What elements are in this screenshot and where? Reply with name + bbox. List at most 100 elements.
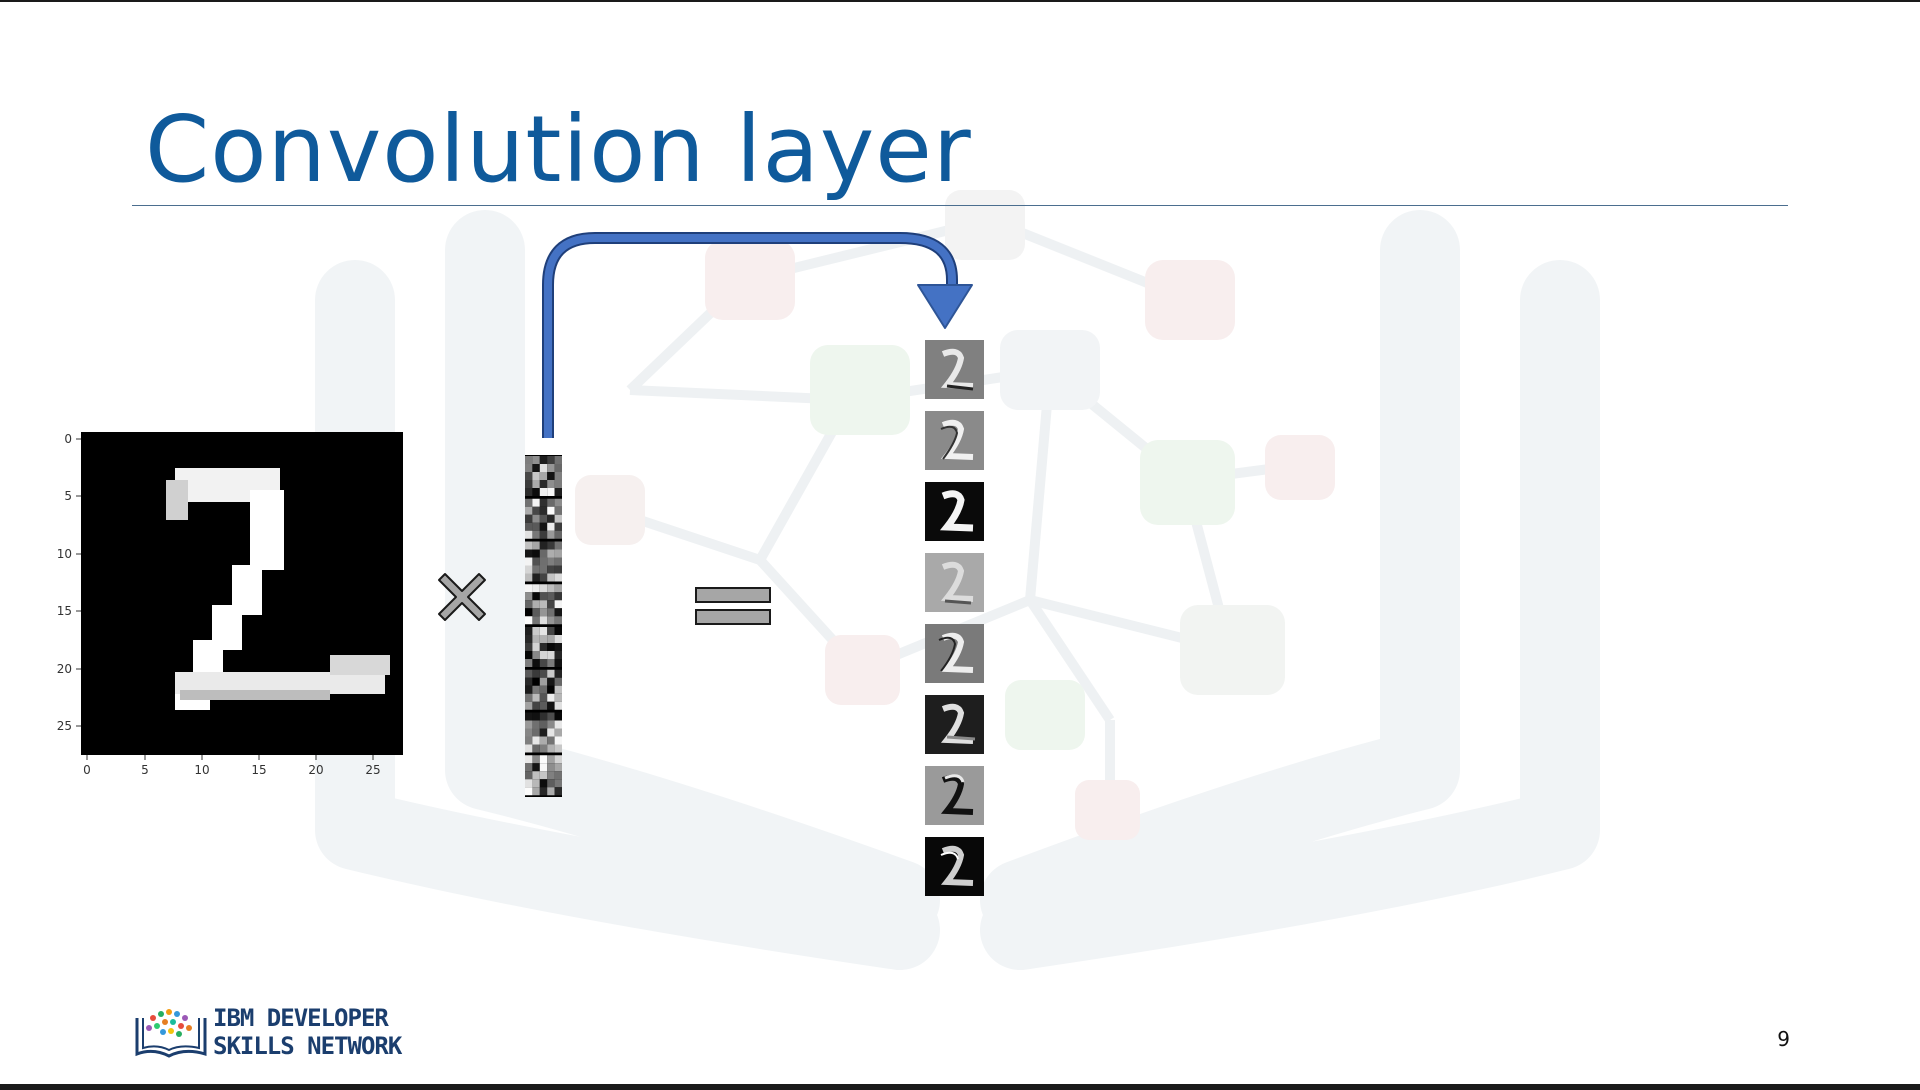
kernel-cell xyxy=(539,712,548,721)
kernel-cell xyxy=(554,498,562,507)
kernel-cell xyxy=(554,669,562,678)
kernel-cell xyxy=(539,771,548,780)
kernel-cell xyxy=(525,659,533,667)
kernel-cell xyxy=(547,763,555,772)
kernel-cell xyxy=(539,677,548,686)
kernel-cell xyxy=(525,669,533,678)
kernel-cell xyxy=(554,557,562,566)
kernel-cell xyxy=(532,600,540,609)
kernel-cell xyxy=(547,736,555,745)
kernel-cell xyxy=(547,498,555,507)
x-tick: 25 xyxy=(365,763,380,777)
x-tick: 15 xyxy=(251,763,266,777)
kernel-cell xyxy=(547,659,555,667)
kernel-cell xyxy=(547,573,555,582)
logo-icon xyxy=(135,1009,207,1058)
kernel-cell xyxy=(539,685,548,694)
kernel-cell xyxy=(532,728,540,737)
feature-map xyxy=(925,624,984,683)
kernel-cell xyxy=(539,763,548,772)
kernel-cell xyxy=(525,651,533,659)
kernel-cell xyxy=(532,488,540,496)
kernel-cell xyxy=(532,643,540,651)
kernel-cell xyxy=(532,616,540,625)
kernel-cell xyxy=(525,677,533,686)
kernel-cell xyxy=(547,541,555,550)
kernel-cell xyxy=(525,755,533,764)
kernel-cell xyxy=(539,530,548,539)
kernel-cell xyxy=(539,728,548,737)
logo-line-2: SKILLS NETWORK xyxy=(213,1032,402,1060)
kernel-cell xyxy=(547,600,555,609)
kernel-cell xyxy=(532,659,540,667)
kernel-cell xyxy=(547,677,555,686)
kernel-cell xyxy=(554,549,562,558)
kernel-cell xyxy=(547,506,555,515)
kernel-cell xyxy=(554,616,562,625)
kernel-cell xyxy=(525,530,533,539)
kernel-cell xyxy=(539,522,548,531)
kernel-cell xyxy=(554,608,562,617)
kernel-cell xyxy=(539,472,548,480)
ibm-developer-skills-network-logo: IBM DEVELOPER SKILLS NETWORK xyxy=(133,1004,433,1060)
kernel-cell xyxy=(554,779,562,788)
kernel-cell xyxy=(532,787,540,796)
kernel-cell xyxy=(539,744,548,753)
kernel-cell xyxy=(554,755,562,764)
kernel-cell xyxy=(554,464,562,472)
kernel-cell xyxy=(554,771,562,780)
kernel-cell xyxy=(554,565,562,574)
feature-maps xyxy=(925,340,984,908)
kernel-cell xyxy=(532,771,540,780)
feature-map xyxy=(925,411,984,470)
kernel-cell xyxy=(554,530,562,539)
kernel-cell xyxy=(547,549,555,558)
kernel-cell xyxy=(525,685,533,694)
kernel-cell xyxy=(547,685,555,694)
kernel-cell xyxy=(539,608,548,617)
kernel-cell xyxy=(525,643,533,651)
kernel-cell xyxy=(539,456,548,464)
logo-wordmark: IBM DEVELOPER SKILLS NETWORK xyxy=(213,1004,402,1060)
kernel-cell xyxy=(539,651,548,659)
feature-map xyxy=(925,553,984,612)
kernel-cell xyxy=(532,573,540,582)
kernel-cell xyxy=(539,736,548,745)
y-tick: 15 xyxy=(57,604,72,618)
kernel-cell xyxy=(554,736,562,745)
kernel-cell xyxy=(539,779,548,788)
kernel-cell xyxy=(539,659,548,667)
y-tick: 0 xyxy=(64,432,72,446)
kernel-cell xyxy=(554,659,562,667)
kernel-cell xyxy=(525,771,533,780)
kernel-cell xyxy=(539,480,548,488)
kernel-cell xyxy=(554,685,562,694)
kernel-cell xyxy=(539,549,548,558)
kernel-cell xyxy=(554,627,562,635)
feature-map xyxy=(925,766,984,825)
page-number: 9 xyxy=(1777,1027,1790,1051)
kernel-cell xyxy=(532,522,540,531)
kernel-cell xyxy=(532,712,540,721)
feature-map xyxy=(925,695,984,754)
kernel-cell xyxy=(547,608,555,617)
kernel-cell xyxy=(547,720,555,729)
kernel-cell xyxy=(539,584,548,593)
kernel-cell xyxy=(554,787,562,796)
kernel-cell xyxy=(554,480,562,488)
kernel-cell xyxy=(532,456,540,464)
kernel-cell xyxy=(525,720,533,729)
kernel-cell xyxy=(539,573,548,582)
kernel-cell xyxy=(554,744,562,753)
top-border xyxy=(0,0,1920,2)
kernel-cell xyxy=(525,693,533,702)
kernel-cell xyxy=(532,498,540,507)
kernel-cell xyxy=(532,464,540,472)
kernel-cell xyxy=(539,693,548,702)
kernel-cell xyxy=(554,677,562,686)
kernel-cell xyxy=(547,744,555,753)
kernel-cell xyxy=(554,472,562,480)
kernel-cell xyxy=(539,635,548,643)
feature-map xyxy=(925,837,984,896)
